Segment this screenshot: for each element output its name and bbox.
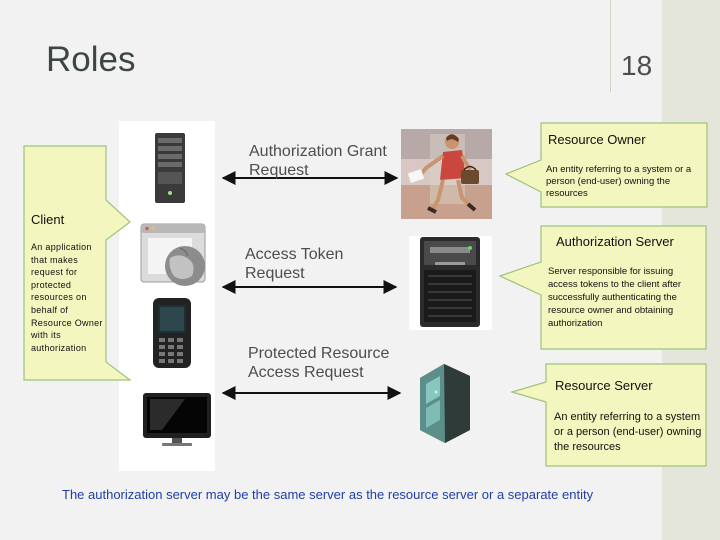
authorization-server-callout — [498, 225, 707, 350]
slide-number: 18 — [621, 50, 653, 81]
mobile-phone-icon — [153, 298, 191, 368]
authorization-server-description: Server responsible for issuing access to… — [548, 266, 682, 329]
woman-running-icon — [401, 129, 492, 219]
resource-server-callout — [509, 363, 707, 467]
monitor-icon — [143, 393, 211, 446]
resource-server-title: Resource Server — [555, 378, 653, 393]
token-request-label: Access Token Request — [245, 246, 344, 282]
server-case-icon — [420, 364, 470, 443]
footer-note: The authorization server may be the same… — [62, 487, 594, 502]
authorization-server-title: Authorization Server — [556, 234, 674, 249]
resource-owner-callout — [504, 122, 708, 208]
client-title: Client — [31, 212, 65, 227]
client-callout — [23, 145, 132, 381]
resource-owner-description: An entity referring to a system or a per… — [546, 164, 692, 199]
slide-title: Roles — [46, 40, 136, 79]
resource-server-description: An entity referring to a system or a per… — [554, 411, 702, 453]
grant-request-label: Authorization Grant Request — [249, 143, 387, 179]
client-description: An application that makes request for pr… — [31, 242, 103, 353]
protected-request-label: Protected Resource Access Request — [248, 345, 390, 381]
server-machine-icon — [409, 236, 492, 330]
header-divider — [610, 0, 611, 92]
resource-owner-title: Resource Owner — [548, 132, 646, 147]
browser-globe-icon — [140, 223, 206, 286]
server-tower-icon — [155, 133, 185, 203]
